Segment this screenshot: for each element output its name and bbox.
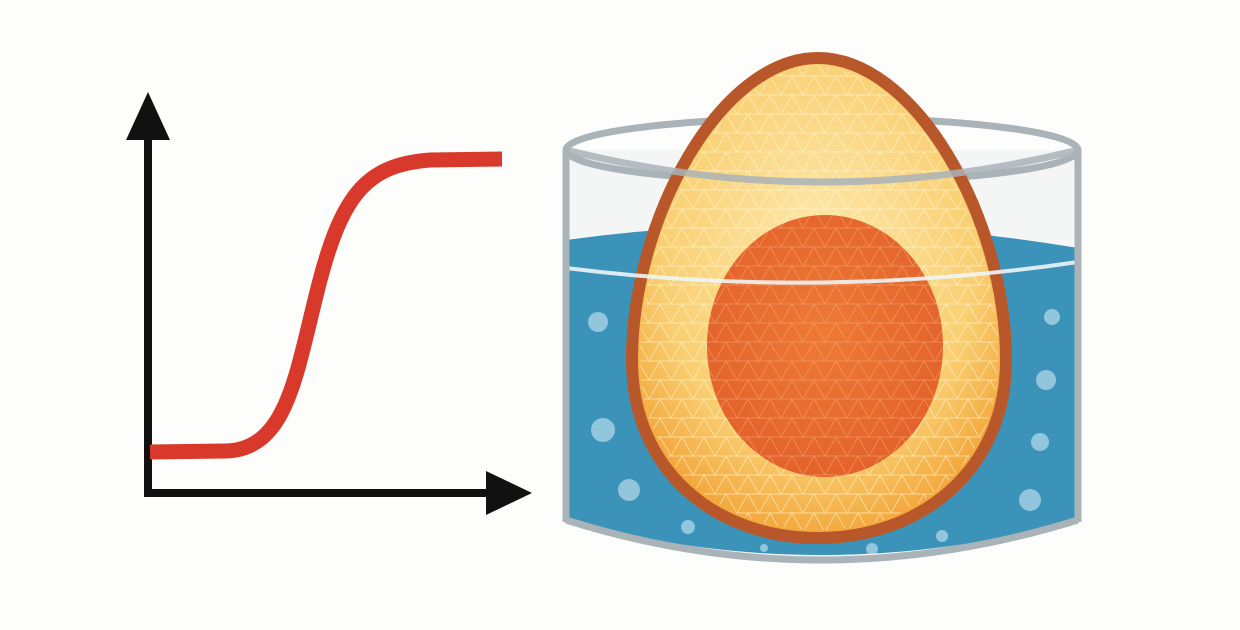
bubble (760, 544, 768, 552)
egg-yolk-mesh (707, 215, 943, 477)
beaker-bottom (564, 516, 1080, 564)
bubble (591, 418, 615, 442)
bubble (681, 520, 695, 534)
sigmoid-curve (149, 151, 503, 460)
y-axis-arrowhead (126, 92, 170, 140)
sigmoid-graph-icon (126, 92, 532, 515)
bubble (1044, 309, 1060, 325)
x-axis-arrowhead (486, 471, 532, 515)
beaker-front (562, 146, 1082, 564)
bubble (936, 530, 948, 542)
bubble (866, 543, 878, 555)
bubble (1019, 489, 1041, 511)
bubble (588, 312, 608, 332)
water-surface-line (565, 260, 1079, 285)
bubble (1031, 433, 1049, 451)
beaker-rim-front (565, 146, 1079, 186)
bubble (1036, 370, 1056, 390)
egg-mesh-icon (625, 51, 1013, 545)
bubble (618, 479, 640, 501)
